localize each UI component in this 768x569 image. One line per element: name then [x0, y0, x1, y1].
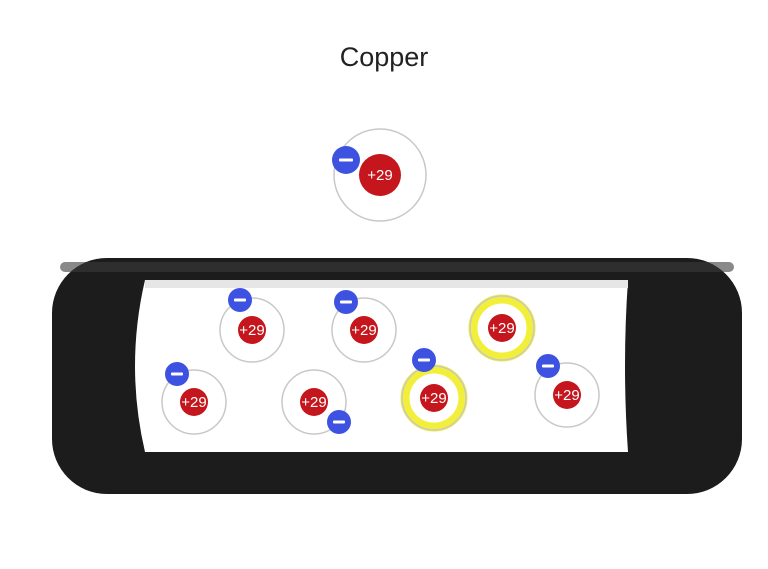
- nucleus-charge-label: +29: [421, 390, 446, 407]
- electron-orbit: [534, 362, 600, 428]
- minus-icon: [340, 300, 352, 304]
- wire-atom: +29: [468, 294, 536, 362]
- free-atom: +29: [332, 128, 427, 222]
- wire-atom: +29: [281, 369, 351, 435]
- nucleus-charge-label: +29: [301, 394, 326, 411]
- wire-atom: +29: [400, 348, 468, 432]
- nucleus: [350, 316, 378, 344]
- minus-icon: [542, 364, 554, 368]
- nucleus: [238, 316, 266, 344]
- electron-orbit: [219, 297, 285, 363]
- wire-tube-inner-shadow: [145, 280, 628, 288]
- electron-orbit: [469, 295, 535, 361]
- nucleus: [553, 381, 581, 409]
- nucleus: [420, 384, 448, 412]
- diagram-title: Copper: [339, 42, 429, 72]
- wire-tube-highlight: [60, 262, 734, 272]
- electron-orbit: [161, 369, 227, 435]
- minus-icon: [333, 420, 345, 424]
- wire-tube: [52, 258, 742, 494]
- wire-atom: +29: [161, 362, 227, 435]
- electron-orbit: [281, 369, 347, 435]
- highlight-ring: [468, 294, 536, 362]
- electron-orbit: [333, 128, 427, 222]
- wire-atom: +29: [534, 354, 600, 428]
- nucleus-charge-label: +29: [181, 394, 206, 411]
- minus-icon: [234, 298, 246, 302]
- wire-atom: +29: [331, 290, 397, 363]
- nucleus: [488, 314, 516, 342]
- nucleus-charge-label: +29: [489, 320, 514, 337]
- nucleus-charge-label: +29: [367, 167, 392, 184]
- electron-orbit: [331, 297, 397, 363]
- nucleus: [300, 388, 328, 416]
- minus-icon: [418, 358, 430, 362]
- nucleus-charge-label: +29: [351, 322, 376, 339]
- nucleus-charge-label: +29: [239, 322, 264, 339]
- minus-icon: [339, 158, 353, 162]
- nucleus: [359, 154, 401, 196]
- wire-atom: +29: [219, 288, 285, 363]
- nucleus-charge-label: +29: [554, 387, 579, 404]
- minus-icon: [171, 372, 183, 376]
- nucleus: [180, 388, 208, 416]
- highlight-ring: [400, 364, 468, 432]
